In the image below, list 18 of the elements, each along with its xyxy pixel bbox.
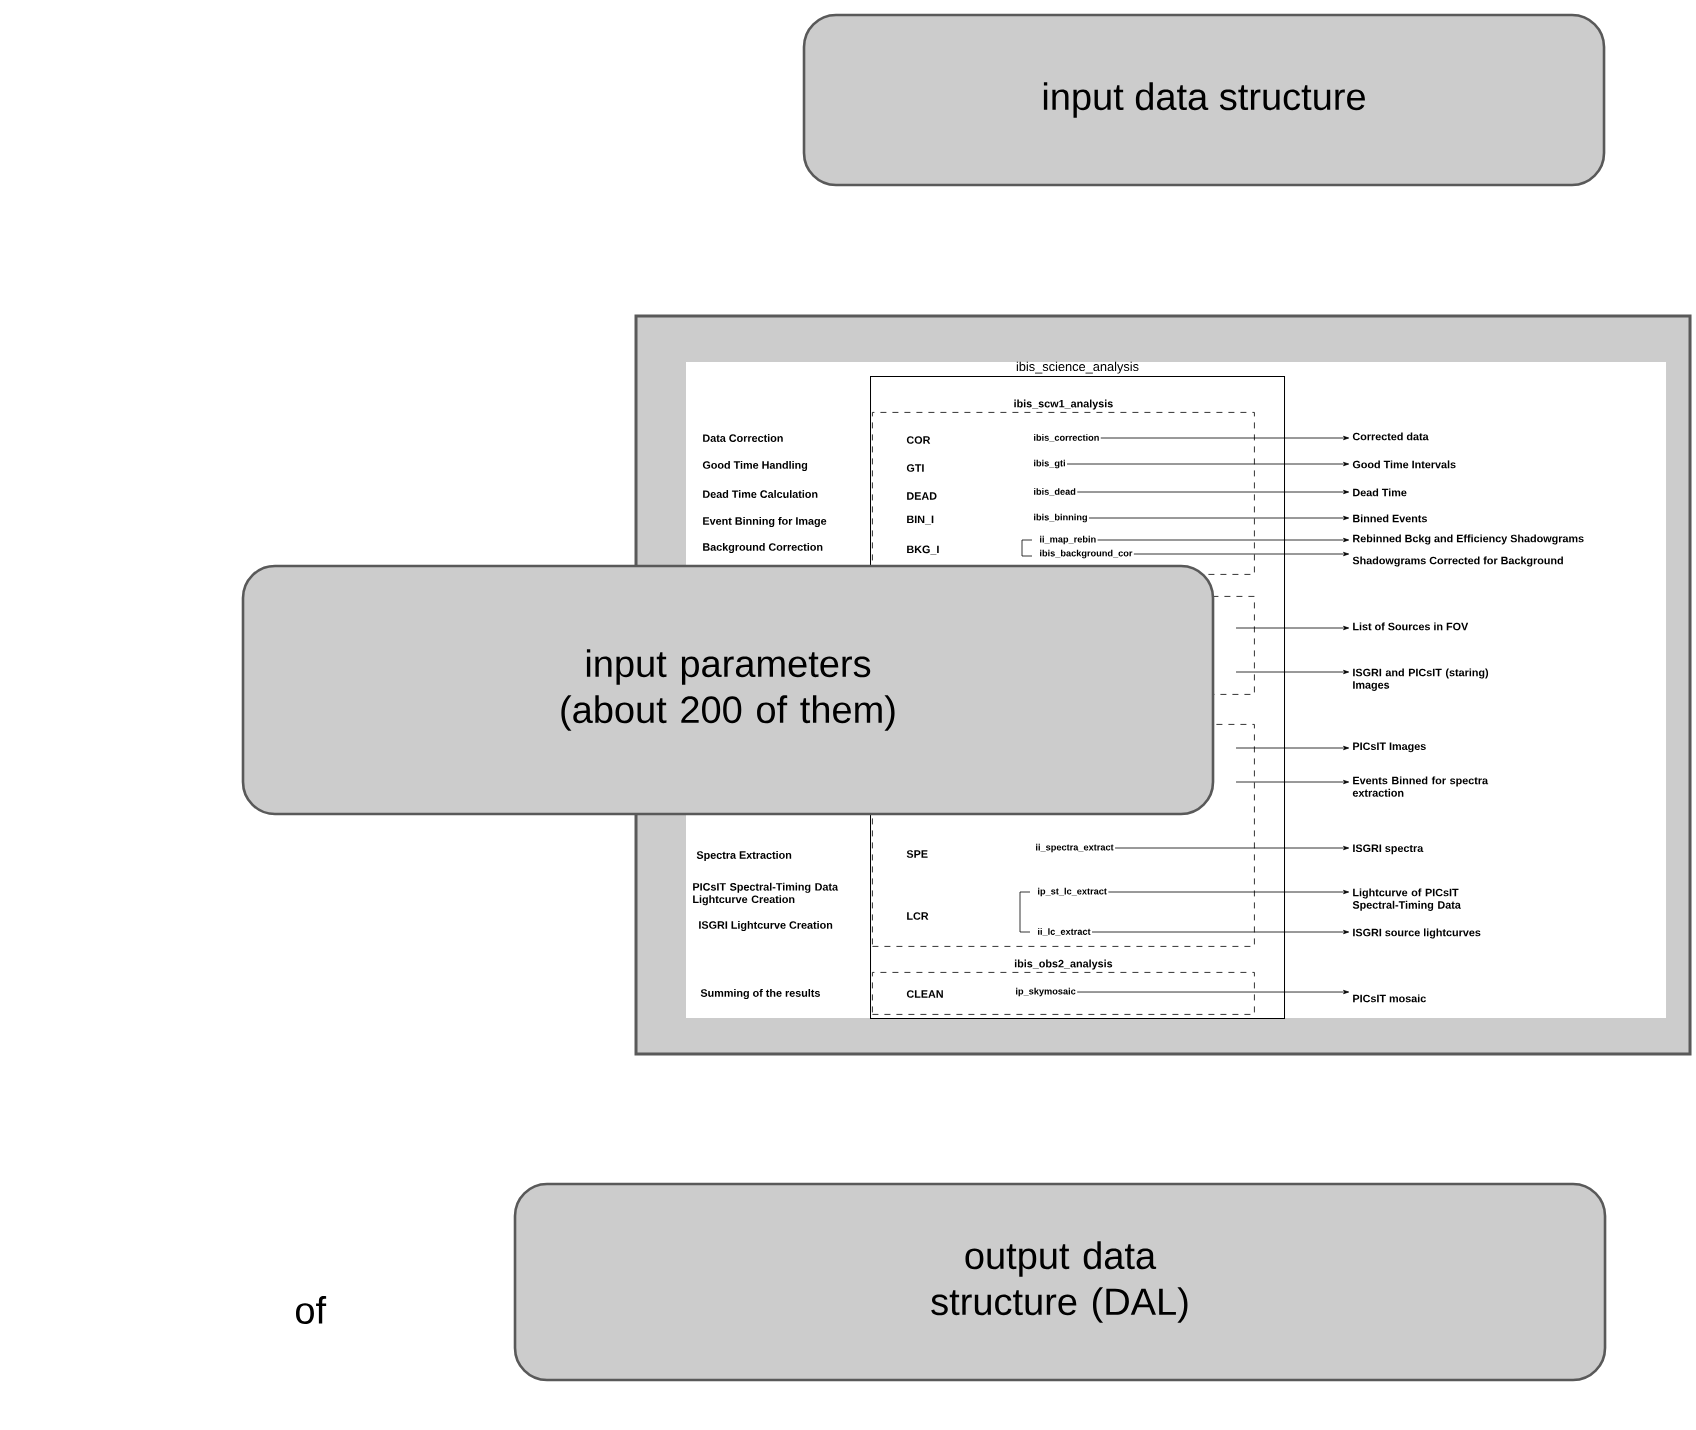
arrow: [1235, 669, 1350, 675]
arrow: [1076, 489, 1350, 495]
arrow: [1235, 745, 1350, 751]
arrow: [1114, 846, 1350, 851]
arrow: [1066, 462, 1350, 467]
rounded-box: input data structure: [802, 13, 1606, 187]
arrow: [1097, 537, 1350, 543]
arrow: [1091, 930, 1350, 935]
arrow: [1076, 990, 1350, 995]
rounded-box: output data structure (DAL): [513, 1182, 1607, 1382]
arrow: [1235, 780, 1350, 785]
arrow: [1100, 435, 1350, 441]
arrow: [1133, 552, 1350, 557]
text-fragment: of: [296, 1296, 327, 1324]
arrow: [1107, 890, 1350, 895]
arrow: [1088, 515, 1350, 521]
overlay-tooltip: input parameters (about 200 of them): [241, 564, 1215, 816]
arrow: [1235, 625, 1350, 631]
